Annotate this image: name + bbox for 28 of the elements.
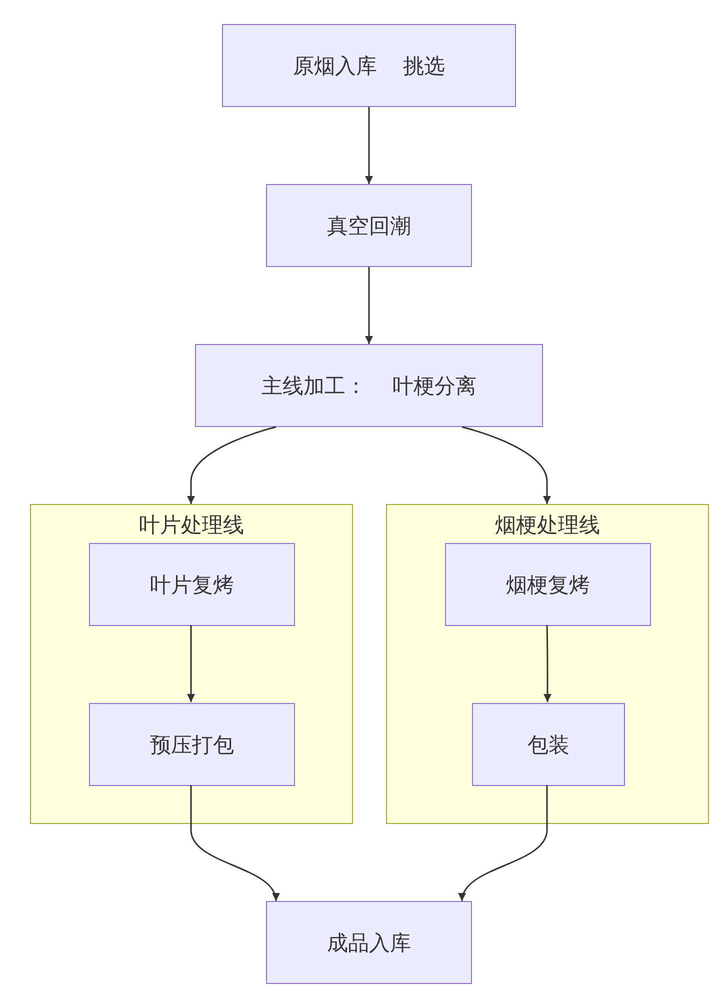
arrow — [365, 267, 373, 344]
group-container — [386, 504, 709, 824]
group-container — [30, 504, 353, 824]
node-label: 原烟入库 挑选 — [293, 52, 445, 80]
node-label: 主线加工： 叶梗分离 — [262, 372, 476, 400]
arrow — [544, 624, 552, 702]
process-box — [89, 543, 295, 626]
process-box — [195, 344, 543, 427]
process-box — [89, 703, 295, 786]
group-title: 烟梗处理线 — [495, 513, 600, 537]
process-box — [445, 543, 651, 626]
node-label: 成品入库 — [327, 930, 411, 956]
process-box — [472, 703, 625, 786]
arrow — [460, 785, 548, 902]
arrow — [187, 426, 276, 504]
group-title: 叶片处理线 — [139, 513, 244, 537]
arrow — [187, 625, 195, 702]
node-label: 叶片复烤 — [150, 572, 234, 598]
node-label: 包装 — [528, 732, 570, 758]
process-box — [266, 184, 472, 267]
process-box — [266, 901, 472, 984]
arrow — [462, 426, 551, 504]
arrow — [190, 785, 278, 902]
process-box — [222, 24, 516, 107]
arrow — [365, 107, 373, 184]
node-label: 真空回潮 — [327, 212, 411, 240]
node-label: 烟梗复烤 — [506, 572, 590, 598]
node-label: 预压打包 — [150, 732, 234, 758]
